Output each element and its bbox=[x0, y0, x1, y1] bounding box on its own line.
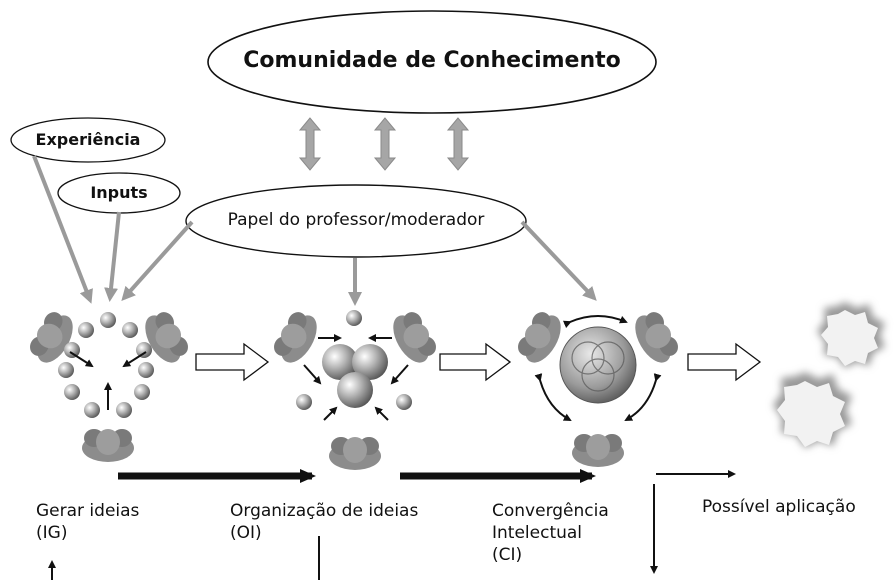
experience-ellipse bbox=[10, 117, 166, 163]
moderator-ellipse bbox=[185, 184, 527, 258]
community-ellipse bbox=[207, 10, 657, 114]
stage3-illustration bbox=[513, 306, 683, 467]
stage-ci-line2: Intelectual bbox=[492, 523, 583, 543]
community-label: Comunidade de Conhecimento bbox=[243, 48, 621, 73]
stage-label-ig: Gerar ideias (IG) bbox=[36, 500, 139, 544]
outline-arrow-2 bbox=[439, 342, 512, 382]
stage-ci-line1: Convergência bbox=[492, 501, 609, 521]
stage-ig-line2: (IG) bbox=[36, 523, 68, 543]
stage-label-oi: Organização de ideias (OI) bbox=[230, 500, 418, 544]
moderator-label: Papel do professor/moderador bbox=[227, 210, 485, 230]
outline-arrow-1 bbox=[195, 342, 270, 382]
double-arrows bbox=[298, 117, 470, 171]
stage-oi-line1: Organização de ideias bbox=[230, 501, 419, 521]
stage-oi-line2: (OI) bbox=[230, 523, 262, 543]
progression-arrows bbox=[48, 469, 736, 580]
stage2-illustration bbox=[269, 306, 441, 470]
stage-label-ci: Convergência Intelectual (CI) bbox=[492, 500, 609, 566]
outline-arrow-3 bbox=[687, 342, 762, 382]
stage-app-line1: Possível aplicação bbox=[702, 497, 856, 517]
stage-ig-line1: Gerar ideias bbox=[36, 501, 140, 521]
stage-label-application: Possível aplicação bbox=[702, 496, 856, 518]
grey-arrows bbox=[32, 155, 597, 306]
stage-ci-line3: (CI) bbox=[492, 545, 523, 565]
experience-label: Experiência bbox=[35, 130, 141, 149]
gears-illustration bbox=[773, 302, 885, 448]
inputs-label: Inputs bbox=[90, 183, 148, 202]
stage1-illustration bbox=[25, 306, 193, 462]
